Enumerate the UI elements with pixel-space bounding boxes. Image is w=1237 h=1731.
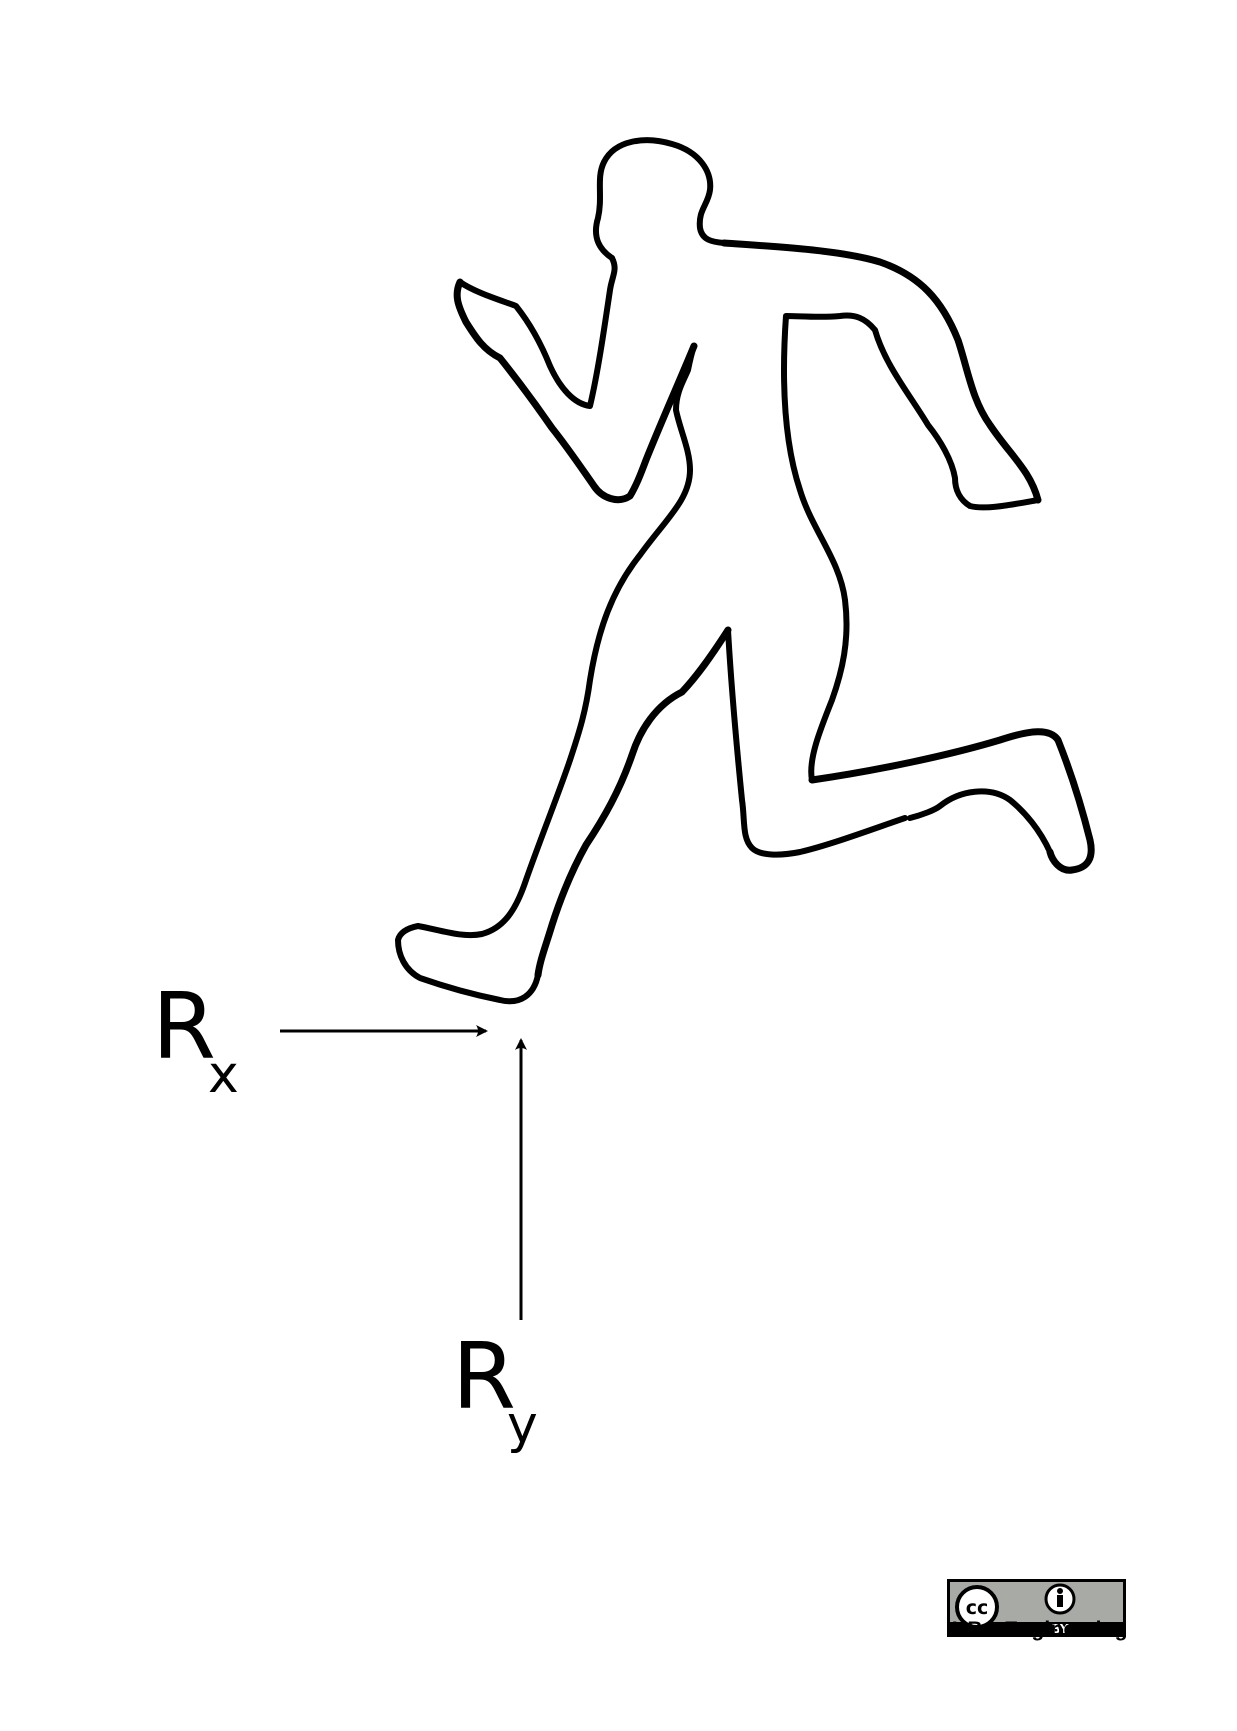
runner-front-foot (395, 467, 693, 1005)
runner-head-outline (592, 137, 727, 261)
ry-subscript: y (507, 1395, 538, 1455)
runner-rear-thigh (808, 728, 1095, 874)
runner-front-arm (453, 278, 698, 504)
rx-label: R (152, 973, 216, 1080)
runner-back-torso (781, 367, 850, 783)
credit-text: UBC Engineering (952, 1618, 1128, 1641)
svg-text:cc: cc (966, 1597, 989, 1619)
rx-force: R x (152, 973, 488, 1105)
runner-rear-knee (725, 627, 908, 858)
runner-rear-shin (907, 788, 1053, 855)
cc-icon (955, 1585, 999, 1629)
runner-back-arm-upper (720, 239, 1042, 504)
ry-label: R (452, 1323, 516, 1430)
runner-back-arm-hand (781, 312, 1041, 511)
rx-subscript: x (208, 1045, 239, 1105)
svg-text:BY: BY (1051, 1622, 1068, 1636)
ry-force: R y (452, 1038, 538, 1455)
runner-figure (395, 137, 1095, 1005)
runner-front-hand (457, 255, 618, 409)
runner-front-thigh (534, 626, 732, 979)
cc-by-badge: cc BY (947, 1579, 1126, 1637)
